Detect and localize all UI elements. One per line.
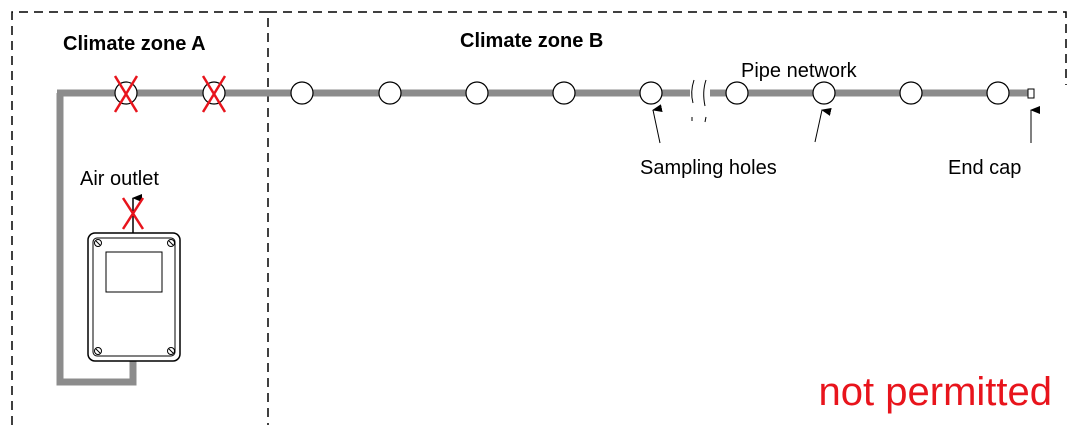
not-permitted-label: not permitted xyxy=(819,370,1052,414)
sampling-hole-icon xyxy=(290,81,314,105)
sampling-hole-icon xyxy=(552,81,576,105)
sampling-holes xyxy=(114,81,1010,105)
red-x-icon xyxy=(201,75,227,113)
sampling-hole-icon xyxy=(812,81,836,105)
zone-borders xyxy=(11,11,1067,425)
red-x-icon xyxy=(121,197,145,230)
sampling-hole-icon xyxy=(725,81,749,105)
red-x-icon xyxy=(113,75,139,113)
zone-a-border xyxy=(11,11,269,425)
aspirating-detector-icon xyxy=(87,232,181,362)
end-cap-label: End cap xyxy=(948,157,1021,179)
sampling-hole-icon xyxy=(639,81,663,105)
sampling-hole-icon xyxy=(986,81,1010,105)
pipe-network-label: Pipe network xyxy=(741,60,858,82)
end-cap-icon xyxy=(1027,88,1035,99)
zone-a-label: Climate zone A xyxy=(63,33,206,55)
return-pipe xyxy=(56,93,137,386)
pipe-break-icon xyxy=(691,79,707,123)
air-outlet-label: Air outlet xyxy=(80,168,159,190)
sampling-holes-label: Sampling holes xyxy=(640,157,777,179)
pipe-network xyxy=(56,89,1028,386)
sampling-holes-arrow xyxy=(652,104,663,144)
zone-b-border xyxy=(268,11,1067,85)
pipe-network-arrow xyxy=(814,108,832,143)
zone-b-label: Climate zone B xyxy=(460,30,603,52)
sampling-hole-icon xyxy=(899,81,923,105)
sampling-hole-icon xyxy=(378,81,402,105)
sampling-hole-icon xyxy=(465,81,489,105)
